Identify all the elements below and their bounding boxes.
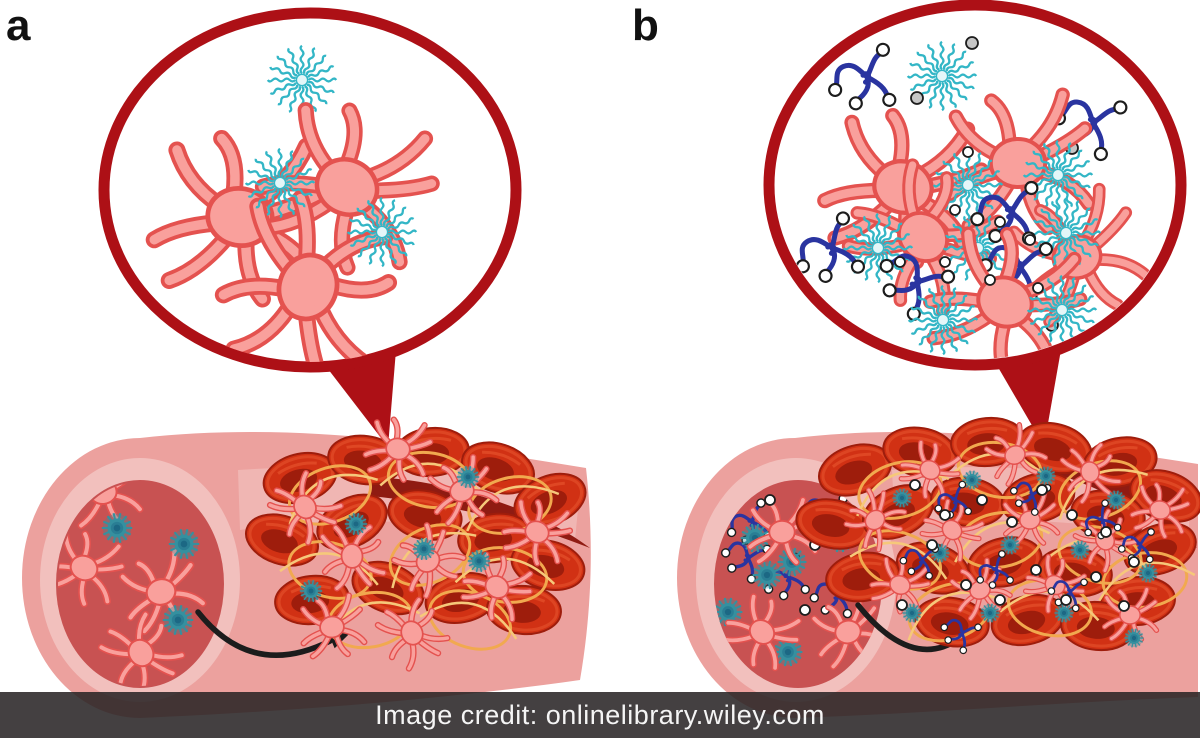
- ligand-dot-white-icon: [939, 509, 951, 521]
- panel-b: [677, 0, 1200, 718]
- ligand-dot-white-icon: [976, 494, 988, 506]
- ligand-dot-white-icon: [960, 579, 972, 591]
- ligand-dot-white-icon: [926, 539, 938, 551]
- ligand-dot-white-icon: [1090, 571, 1102, 583]
- ligand-dot-gray-icon: [910, 91, 924, 105]
- panel-a: [22, 7, 595, 718]
- ligand-dot-white-icon: [896, 599, 908, 611]
- ligand-dot-white-icon: [1128, 556, 1140, 568]
- magnifier-funnel-b: [988, 344, 1062, 446]
- micelle-icon: [907, 284, 979, 356]
- ligand-dot-white-icon: [939, 256, 951, 268]
- ligand-dot-white-icon: [1030, 564, 1042, 576]
- ligand-dot-white-icon: [962, 146, 974, 158]
- ligand-dot-white-icon: [949, 204, 961, 216]
- ligand-dot-white-icon: [1066, 509, 1078, 521]
- ligand-dot-white-icon: [1032, 282, 1044, 294]
- ligand-dot-white-icon: [1024, 234, 1036, 246]
- panel-label-a: a: [6, 1, 31, 50]
- ligand-dot-white-icon: [994, 594, 1006, 606]
- ligand-dot-white-icon: [1100, 526, 1112, 538]
- ligand-dot-white-icon: [994, 216, 1006, 228]
- micelle-icon: [1022, 139, 1094, 211]
- caption-bar: Image credit: onlinelibrary.wiley.com: [0, 692, 1200, 738]
- ligand-dot-white-icon: [1060, 594, 1072, 606]
- ligand-dot-white-icon: [1006, 516, 1018, 528]
- ligand-dot-white-icon: [1036, 484, 1048, 496]
- ligand-dot-white-icon: [984, 274, 996, 286]
- ligand-dot-white-icon: [909, 479, 921, 491]
- micelle-icon: [244, 147, 316, 219]
- ligand-dot-white-icon: [894, 256, 906, 268]
- image-credit-text: Image credit: onlinelibrary.wiley.com: [375, 699, 825, 730]
- micelle-icon: [1030, 197, 1102, 269]
- panel-label-b: b: [632, 1, 659, 50]
- micelle-icon: [346, 196, 418, 268]
- ligand-dot-white-icon: [764, 494, 776, 506]
- ligand-dot-white-icon: [1118, 600, 1130, 612]
- ligand-dot-white-icon: [799, 604, 811, 616]
- ligand-dot-gray-icon: [965, 36, 979, 50]
